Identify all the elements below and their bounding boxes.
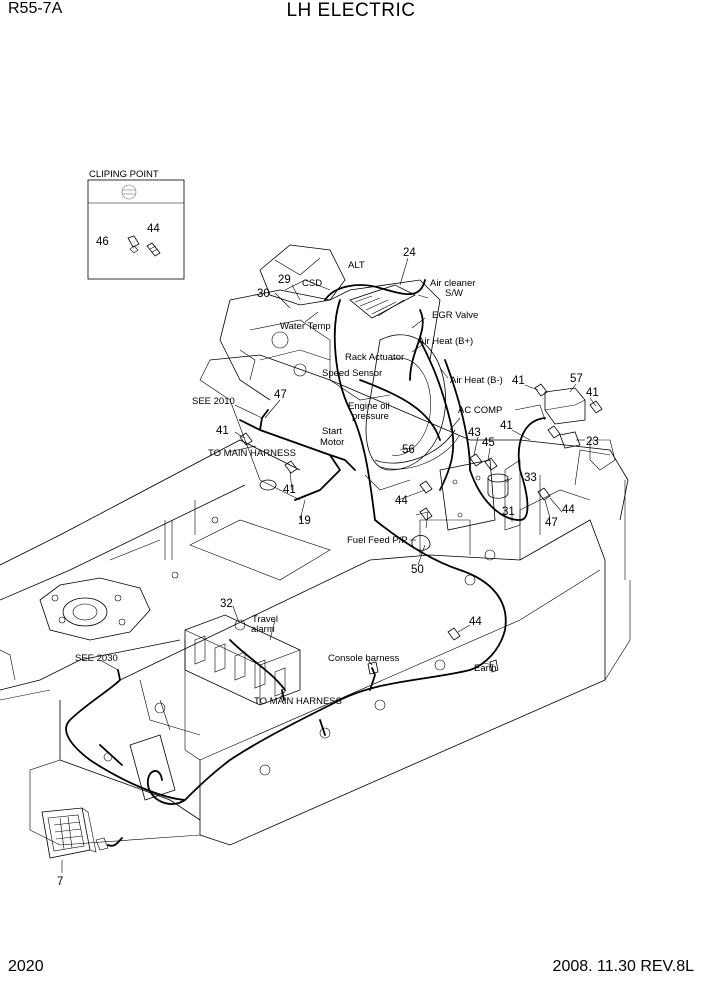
label-motor: Motor <box>320 437 344 448</box>
callout-44c: 44 <box>469 616 482 628</box>
revision-date: 2008. 11.30 REV.8L <box>552 958 694 975</box>
callout-29: 29 <box>278 274 291 286</box>
label-sw: S/W <box>445 288 463 299</box>
callout-47a: 47 <box>274 389 287 401</box>
label-console-harness: Console harness <box>328 653 400 664</box>
clip-panel-title: CLIPING POINT <box>89 169 159 180</box>
callout-41b: 41 <box>283 484 296 496</box>
clip-panel: CLIPING POINT 46 44 <box>87 169 185 280</box>
part-callouts: 24 29 30 47 41 41 57 41 41 23 41 43 45 5… <box>57 247 599 888</box>
callout-32: 32 <box>220 598 233 610</box>
wire-harnesses <box>65 279 546 805</box>
callout-24: 24 <box>403 247 416 259</box>
callout-19: 19 <box>298 515 311 527</box>
label-ac-comp: AC COMP <box>458 405 502 416</box>
callout-50: 50 <box>411 564 424 576</box>
callout-45: 45 <box>482 437 495 449</box>
callout-30: 30 <box>257 288 270 300</box>
label-alt: ALT <box>348 260 365 271</box>
callout-41a: 41 <box>216 425 229 437</box>
clip-part-44: 44 <box>147 223 160 235</box>
clip-part-46: 46 <box>96 236 109 248</box>
label-air-cleaner: Air cleaner <box>430 278 475 289</box>
callout-47b: 47 <box>545 517 558 529</box>
label-speed-sensor: Speed Sensor <box>322 368 382 379</box>
label-earth: Earth <box>474 663 497 674</box>
callout-7: 7 <box>57 876 63 888</box>
page-number: 2020 <box>8 958 44 975</box>
callout-44a: 44 <box>395 495 408 507</box>
callout-44b: 44 <box>562 504 575 516</box>
callout-33: 33 <box>524 472 537 484</box>
label-see-2030: SEE 2030 <box>75 653 118 664</box>
label-air-heat-bplus: Air Heat (B+) <box>418 336 473 347</box>
label-to-main-harness-2: TO MAIN HARNESS <box>254 696 342 707</box>
clip-bracket-icon <box>127 235 140 254</box>
label-start: Start <box>322 426 342 437</box>
control-valve <box>184 614 301 706</box>
callout-43: 43 <box>468 427 481 439</box>
component-labels: ALT CSD Air cleaner S/W EGR Valve Water … <box>75 260 503 707</box>
label-fuel-feed: Fuel Feed P/P <box>347 535 408 546</box>
label-travel: Travel <box>252 614 278 625</box>
callout-41e: 41 <box>500 420 513 432</box>
label-water-temp: Water Temp <box>280 321 331 332</box>
work-lamp <box>41 807 123 859</box>
engine-assembly <box>219 244 460 491</box>
callout-31: 31 <box>502 506 515 518</box>
callout-41c: 41 <box>512 375 525 387</box>
label-air-heat-bminus: Air Heat (B-) <box>450 375 503 386</box>
label-to-main-harness-1: TO MAIN HARNESS <box>208 448 296 459</box>
leader-lines <box>61 257 597 873</box>
callout-57: 57 <box>570 373 583 385</box>
label-csd: CSD <box>302 278 322 289</box>
rh-components <box>411 387 586 551</box>
callout-56: 56 <box>402 444 415 456</box>
intake-hose <box>349 284 416 319</box>
hardware-bolts <box>239 383 603 675</box>
callout-23: 23 <box>586 436 599 448</box>
label-see-2010: SEE 2010 <box>192 396 235 407</box>
label-engine-oil: Engine oil <box>348 401 390 412</box>
chassis-frame <box>0 354 631 846</box>
label-egr-valve: EGR Valve <box>432 310 478 321</box>
page-title: LH ELECTRIC <box>286 0 416 21</box>
label-pressure: pressure <box>352 411 389 422</box>
callout-41d: 41 <box>586 387 599 399</box>
label-alarm: alarm <box>251 624 275 635</box>
label-rack-actuator: Rack Actuator <box>345 352 404 363</box>
clip-bolt-icon <box>146 242 161 257</box>
model-code: R55-7A <box>8 0 63 17</box>
